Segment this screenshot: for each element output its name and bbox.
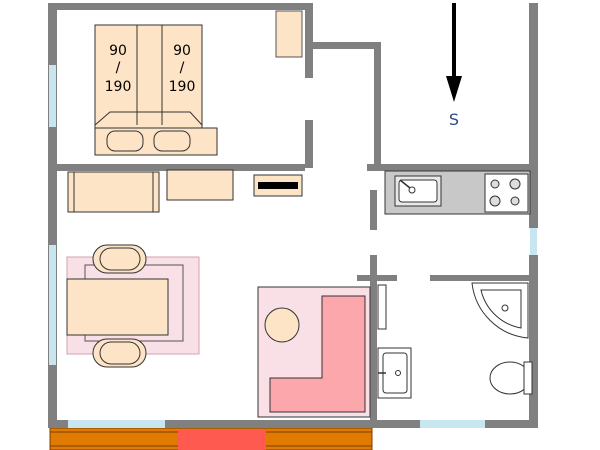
stove xyxy=(484,173,529,213)
double-bed: 90 / 190 90 / 190 xyxy=(94,24,218,156)
bed-right-size-bottom: 190 xyxy=(169,79,196,95)
chair-bottom xyxy=(92,338,147,368)
dining-area xyxy=(66,244,200,368)
compass-label: S xyxy=(449,110,459,129)
corner-sofa xyxy=(269,295,366,413)
tv xyxy=(253,174,303,197)
bathroom xyxy=(377,282,533,399)
toilet xyxy=(489,361,533,395)
window-kitchen xyxy=(530,228,537,255)
sofa-corner xyxy=(257,286,371,418)
pillow-left xyxy=(106,130,144,152)
compass: S xyxy=(446,3,462,129)
window-bathroom xyxy=(420,420,485,428)
towel-rail xyxy=(377,284,387,330)
pillow-right xyxy=(153,130,191,152)
low-cabinet xyxy=(166,169,234,201)
dining-table xyxy=(66,278,169,336)
chair-top xyxy=(92,244,147,274)
window-bottom-left xyxy=(68,420,165,428)
bed-left-size-bottom: 190 xyxy=(105,79,132,95)
wardrobe xyxy=(275,10,303,58)
sideboard xyxy=(67,171,160,213)
door-mat xyxy=(178,429,266,450)
bed-left-size-top: 90 xyxy=(109,43,127,59)
balcony xyxy=(49,427,373,450)
kitchen-counter xyxy=(384,170,531,215)
walls xyxy=(48,3,538,428)
bed-right-size-sep: / xyxy=(180,60,185,76)
bed-left-size-sep: / xyxy=(116,60,121,76)
bed-right-size-top: 90 xyxy=(173,43,191,59)
window-bedroom xyxy=(49,65,56,127)
window-living xyxy=(49,245,56,365)
windows xyxy=(49,65,537,428)
round-table xyxy=(264,307,300,343)
